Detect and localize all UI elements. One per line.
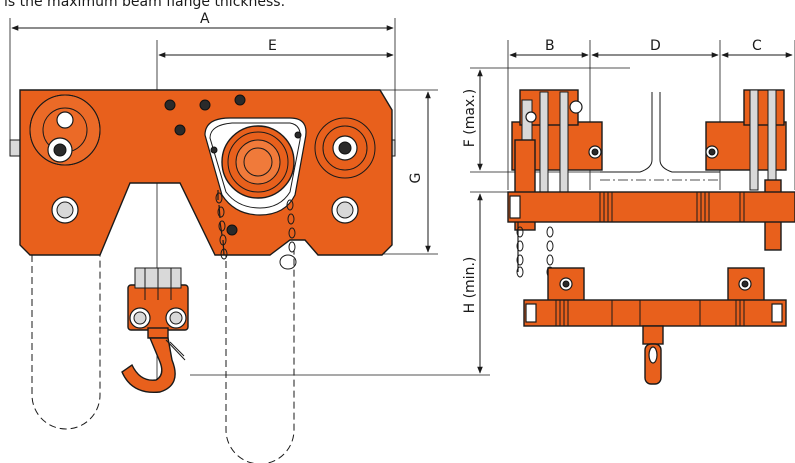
wheel-assembly-right xyxy=(705,89,787,251)
dimension-label-b: B xyxy=(545,38,555,54)
bolt-lower-right xyxy=(331,196,359,224)
dimension-a: A xyxy=(9,11,396,150)
i-beam xyxy=(600,92,720,181)
dimension-label-h: H (min.) xyxy=(462,257,478,314)
dimension-label-f: F (max.) xyxy=(462,89,478,147)
hand-chain-right xyxy=(279,199,297,270)
wheel-left xyxy=(29,94,101,166)
hand-chain-loops xyxy=(31,200,295,463)
dimension-label-g: G xyxy=(408,173,424,184)
dimension-h: H (min.) xyxy=(462,191,540,374)
bolt-lower-left xyxy=(51,196,79,224)
dimension-label-d: D xyxy=(650,38,661,54)
dimension-label-c: C xyxy=(752,38,762,54)
dimension-d: D xyxy=(591,38,721,190)
wheel-right xyxy=(314,117,376,179)
caption-text: is the maximum beam flange thickness. xyxy=(4,0,285,10)
hook-left xyxy=(121,337,186,394)
small-bolts xyxy=(164,94,246,236)
cross-shaft xyxy=(507,191,795,223)
hook-block-right xyxy=(523,267,787,385)
dimension-f: F (max.) xyxy=(462,67,630,173)
hand-chain-left xyxy=(215,190,228,260)
dimension-c: C xyxy=(721,38,795,190)
hook-block-left xyxy=(127,267,189,339)
gear-housing xyxy=(204,117,307,216)
dimension-label-a: A xyxy=(200,11,210,27)
dimension-label-e: E xyxy=(268,38,277,54)
